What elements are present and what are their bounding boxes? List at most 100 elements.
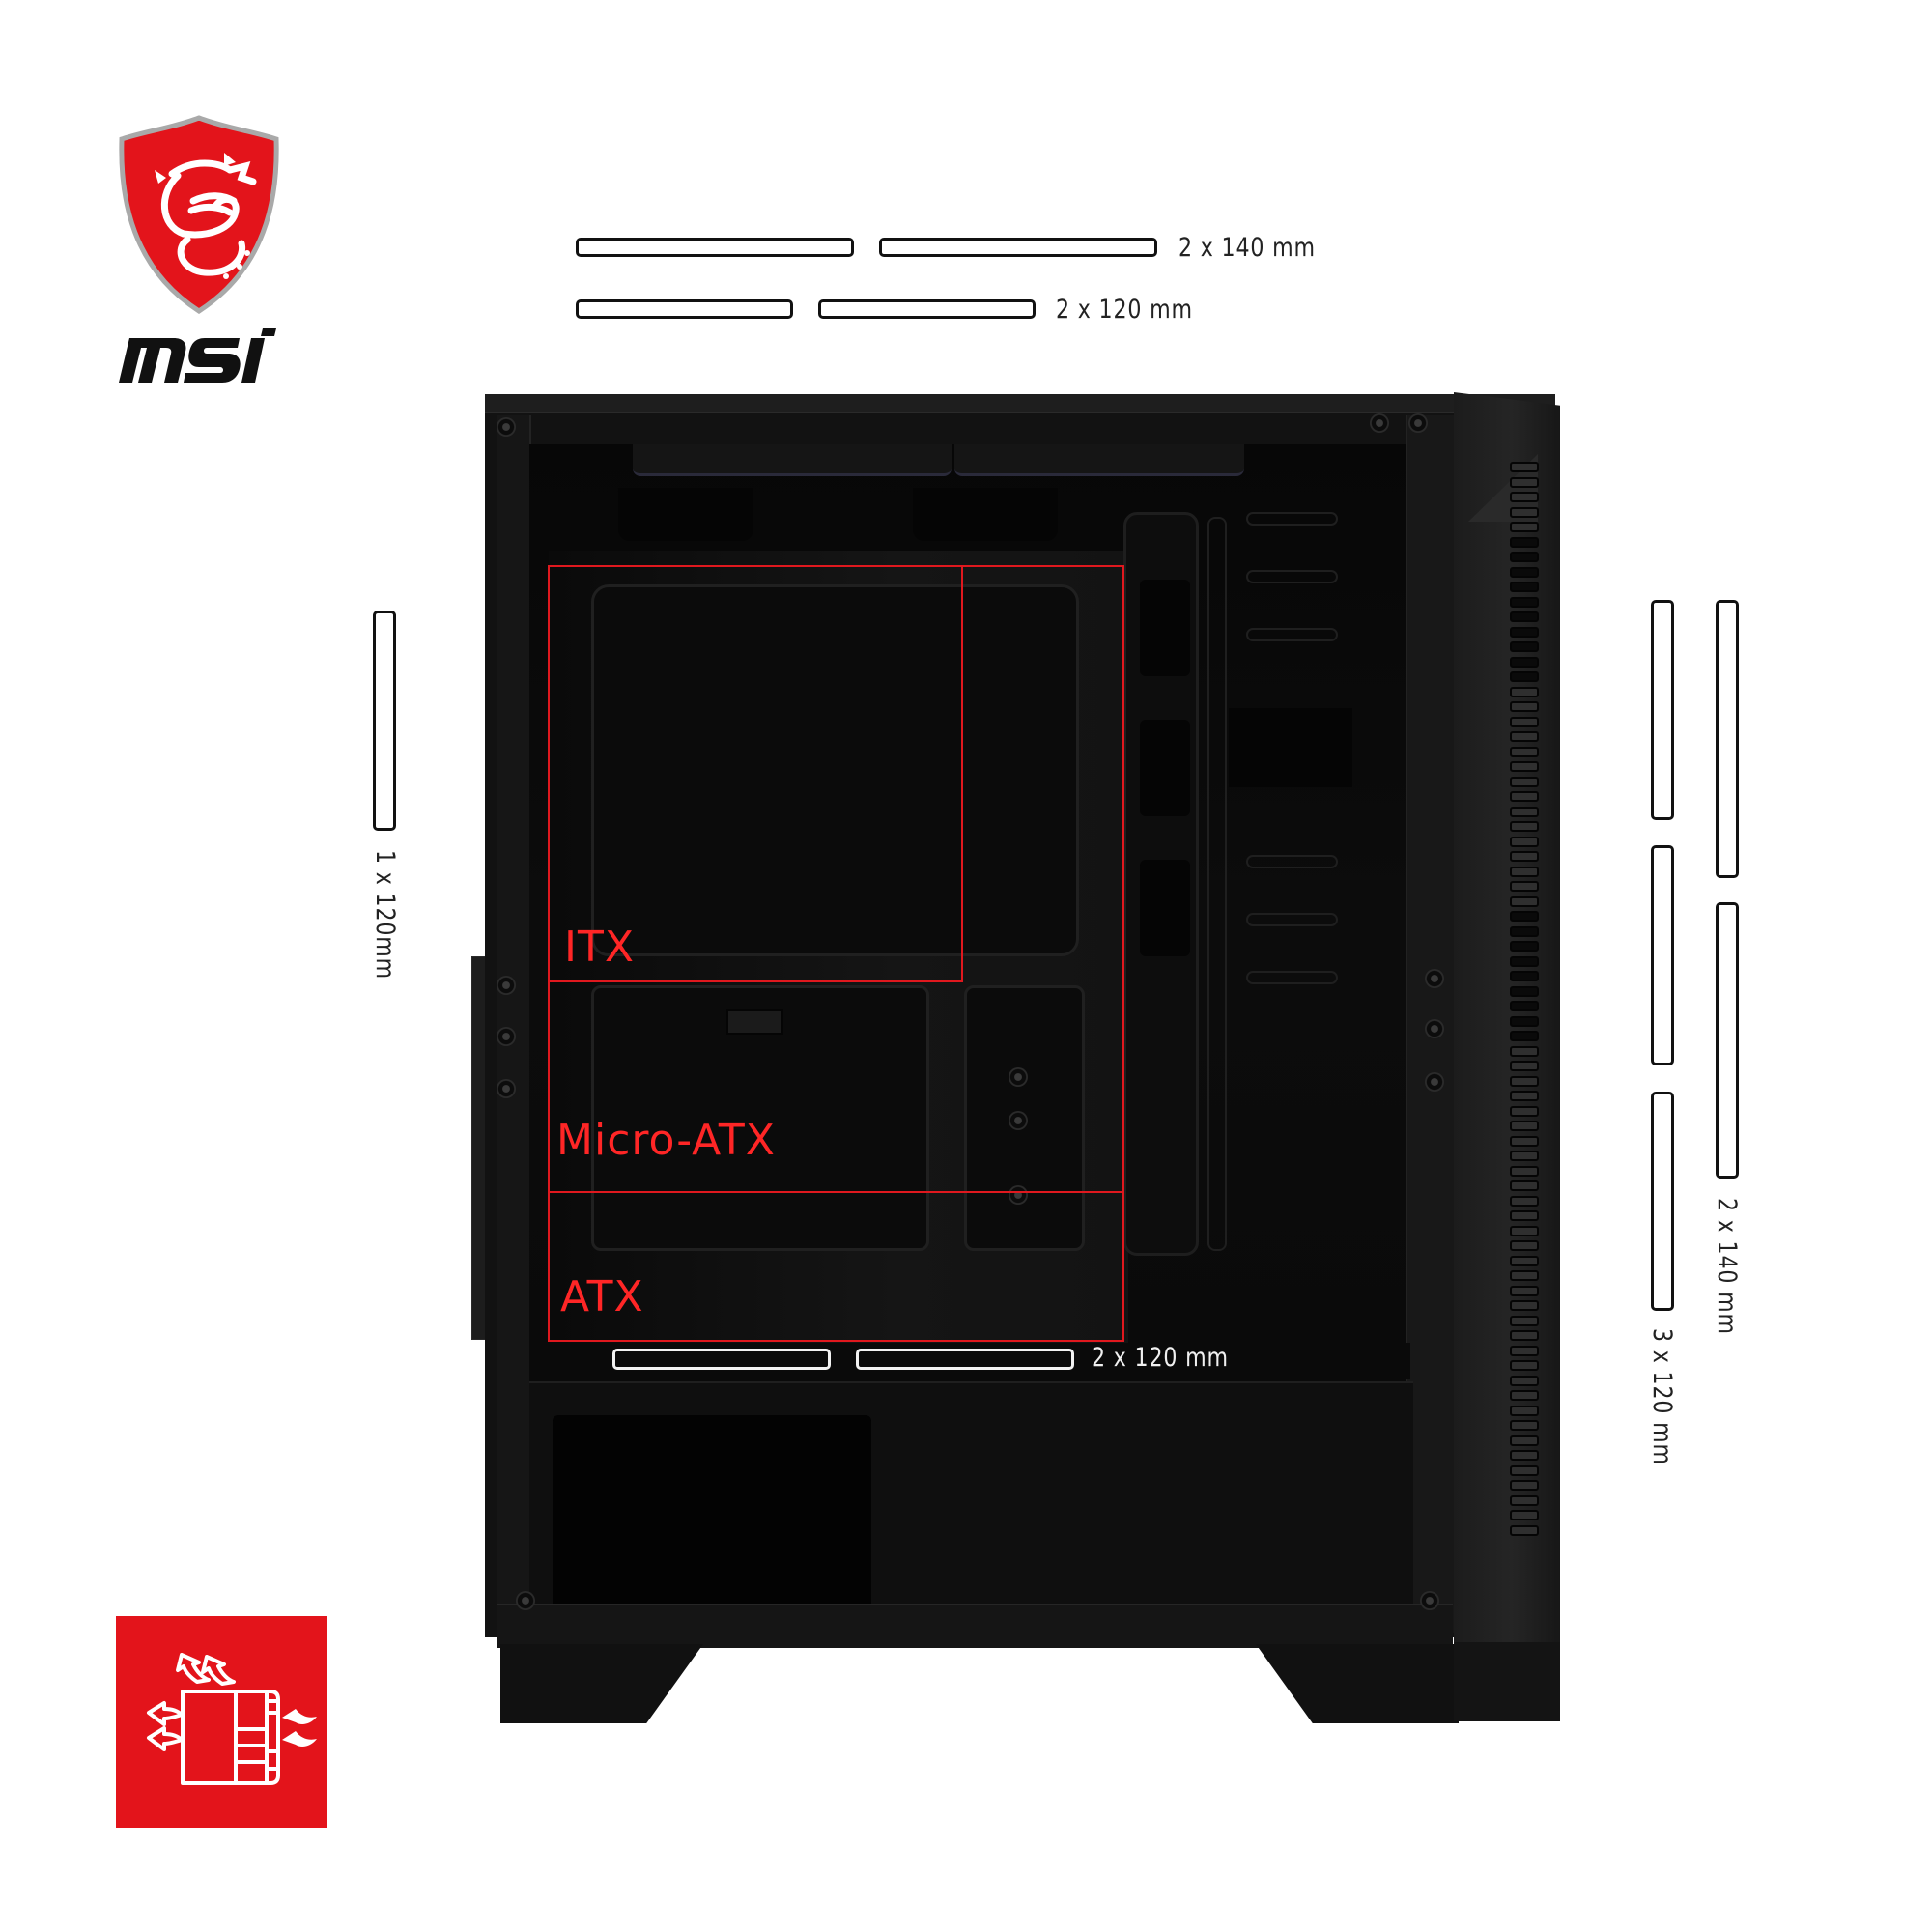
- cpu-cutout: [591, 584, 1079, 956]
- vent-slot: [1510, 1480, 1539, 1491]
- standoff: [1009, 1111, 1028, 1130]
- atx-label: ATX: [560, 1272, 644, 1321]
- vent-slot: [1510, 582, 1539, 592]
- tie-slot: [1246, 512, 1338, 526]
- airflow-icon: [116, 1616, 327, 1828]
- vent-slot: [1510, 925, 1539, 937]
- vent-slot: [1510, 641, 1539, 652]
- vent-slot: [1510, 791, 1539, 802]
- vent-slot: [1510, 1270, 1539, 1281]
- vent-slot: [1510, 1240, 1539, 1251]
- fan-slot-top-140-2: [879, 238, 1157, 257]
- vent-slot: [1510, 895, 1539, 907]
- micro-atx-label: Micro-ATX: [556, 1116, 776, 1165]
- vent-slot: [1510, 536, 1539, 548]
- vent-slot: [1510, 821, 1539, 832]
- bottom-120-label: 2 x 120 mm: [1092, 1343, 1229, 1373]
- vent-slot: [1510, 1345, 1539, 1356]
- vent-slot: [1510, 1195, 1539, 1207]
- top-140-label: 2 x 140 mm: [1179, 233, 1316, 263]
- airflow-diagram-icon: [147, 1653, 317, 1785]
- vent-slot: [1510, 716, 1539, 727]
- vent-slot: [1510, 851, 1539, 862]
- vent-slot: [1510, 1075, 1539, 1087]
- front-120-label: 3 x 120 mm: [1647, 1328, 1677, 1465]
- grommet-3: [1140, 860, 1190, 956]
- vent-slot: [1510, 1031, 1539, 1041]
- vent-slot: [1510, 492, 1539, 502]
- fan-slot-front-140-2: [1716, 902, 1739, 1179]
- msi-dragon-shield-icon: [119, 115, 279, 314]
- case-top-edge: [485, 394, 1555, 413]
- screw: [1408, 413, 1428, 433]
- screw: [1420, 1591, 1439, 1610]
- vent-slot: [1510, 971, 1539, 981]
- vent-slot: [1510, 1330, 1539, 1341]
- grommet-2: [1140, 720, 1190, 816]
- vent-slot: [1510, 476, 1539, 488]
- fan-slot-front-120-1: [1651, 600, 1674, 820]
- rear-120-label: 1 x 120mm: [370, 850, 400, 980]
- vent-slot: [1510, 1105, 1539, 1117]
- tray-cutout-lower-right: [964, 985, 1085, 1251]
- vent-slot: [1510, 671, 1539, 682]
- fan-slot-top-120-2: [818, 299, 1036, 319]
- fan-slot-rear-120: [373, 611, 396, 831]
- vent-slot: [1510, 761, 1539, 772]
- top-fan-2: [954, 444, 1244, 476]
- case-base: [497, 1604, 1453, 1648]
- vent-slot: [1510, 776, 1539, 787]
- vent-slot: [1510, 552, 1539, 562]
- vent-slot: [1510, 626, 1539, 638]
- screw: [497, 1079, 516, 1098]
- vent-slot: [1510, 701, 1539, 712]
- screw: [497, 1027, 516, 1046]
- vent-slot: [1510, 836, 1539, 847]
- vent-slot: [1510, 1165, 1539, 1177]
- vent-slot: [1510, 596, 1539, 608]
- fan-slot-top-140-1: [576, 238, 854, 257]
- vent-slot: [1510, 1225, 1539, 1236]
- vent-slot: [1510, 656, 1539, 668]
- tie-slot: [1246, 570, 1338, 583]
- vent-slot: [1510, 1061, 1539, 1071]
- atx-outline: [548, 565, 1124, 1342]
- vent-slot: [1510, 1450, 1539, 1461]
- msi-logo: [116, 114, 282, 384]
- vent-slot: [1510, 1151, 1539, 1161]
- vent-slot: [1510, 881, 1539, 892]
- vent-slot: [1510, 806, 1539, 817]
- vent-slot: [1510, 1510, 1539, 1520]
- vent-slot: [1510, 1315, 1539, 1326]
- psu-window: [553, 1415, 871, 1623]
- screw: [1425, 969, 1444, 988]
- screw: [1425, 1072, 1444, 1092]
- vent-slot: [1510, 566, 1539, 578]
- screw: [1370, 413, 1389, 433]
- fan-slot-front-120-3: [1651, 1092, 1674, 1311]
- tie-slot: [1246, 971, 1338, 984]
- vent-slot: [1510, 1001, 1539, 1011]
- vent-slot: [1510, 1375, 1539, 1386]
- vent-slot: [1510, 911, 1539, 922]
- top-vent-cutout-1: [618, 488, 753, 541]
- vent-slot: [1510, 866, 1539, 877]
- front-140-label: 2 x 140 mm: [1712, 1198, 1742, 1335]
- vent-slot: [1510, 1524, 1539, 1536]
- fan-slot-bottom-120-1: [612, 1349, 831, 1370]
- vent-slot: [1510, 1464, 1539, 1476]
- top-120-label: 2 x 120 mm: [1056, 295, 1193, 325]
- itx-label: ITX: [564, 923, 635, 972]
- vent-slot: [1510, 462, 1539, 472]
- msi-wordmark: [119, 328, 276, 383]
- vent-slot: [1510, 1180, 1539, 1191]
- vent-slot: [1510, 955, 1539, 967]
- vent-slot: [1510, 522, 1539, 532]
- cable-rail: [1208, 517, 1227, 1251]
- fan-slot-front-120-2: [1651, 845, 1674, 1065]
- screw: [516, 1591, 535, 1610]
- vent-slot: [1510, 1121, 1539, 1131]
- vent-slot: [1510, 1494, 1539, 1506]
- fan-slot-top-120-1: [576, 299, 793, 319]
- tie-slot: [1246, 913, 1338, 926]
